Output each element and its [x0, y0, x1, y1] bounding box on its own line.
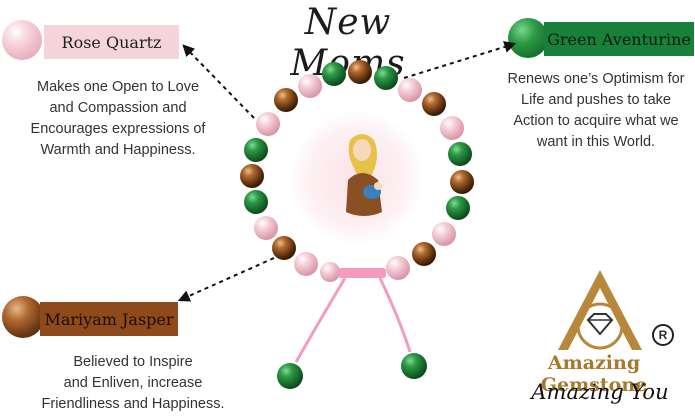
mother-baby-icon [346, 134, 382, 216]
registered-mark: R [652, 324, 674, 346]
brand-tagline: Amazing You [531, 380, 669, 404]
green-aventurine-desc-line: want in this World. [536, 134, 656, 150]
rose-quartz-desc-line: and Compassion and [49, 100, 187, 116]
rose-quartz-arrow [182, 44, 255, 119]
rose-quartz-desc-line: Warmth and Happiness. [40, 142, 196, 158]
green-aventurine-label: Green Aventurine [544, 22, 694, 56]
bracelet-beads [240, 60, 474, 282]
green-aventurine-arrow [403, 41, 517, 79]
rose-quartz-description: Makes one Open to Love and Compassion an… [2, 77, 234, 161]
green-aventurine-desc-line: Renews one’s Optimism for [507, 71, 685, 87]
mariyam-jasper-desc-line: Believed to Inspire [73, 354, 193, 370]
rose-quartz-stone-icon [2, 20, 42, 60]
rose-quartz-desc-line: Makes one Open to Love [36, 79, 200, 95]
bracelet-cord [277, 268, 427, 389]
green-aventurine-description: Renews one’s Optimism for Life and pushe… [496, 69, 695, 153]
rose-quartz-desc-line: Encourages expressions of [30, 121, 206, 137]
mariyam-jasper-arrow [177, 257, 275, 302]
green-aventurine-desc-line: Life and pushes to take [521, 92, 671, 108]
mariyam-jasper-label: Mariyam Jasper [40, 302, 178, 336]
mariyam-jasper-desc-line: and Enliven, increase [63, 375, 203, 391]
rose-quartz-label: Rose Quartz [44, 25, 179, 59]
mariyam-jasper-desc-line: Friendliness and Happiness. [41, 396, 225, 412]
green-aventurine-desc-line: Action to acquire what we [513, 113, 679, 129]
brand-name: Amazing Gemstone [540, 352, 648, 396]
brand-logo-icon [558, 270, 642, 350]
mariyam-jasper-stone-icon [2, 296, 44, 338]
mariyam-jasper-description: Believed to Inspire and Enliven, increas… [28, 352, 238, 415]
